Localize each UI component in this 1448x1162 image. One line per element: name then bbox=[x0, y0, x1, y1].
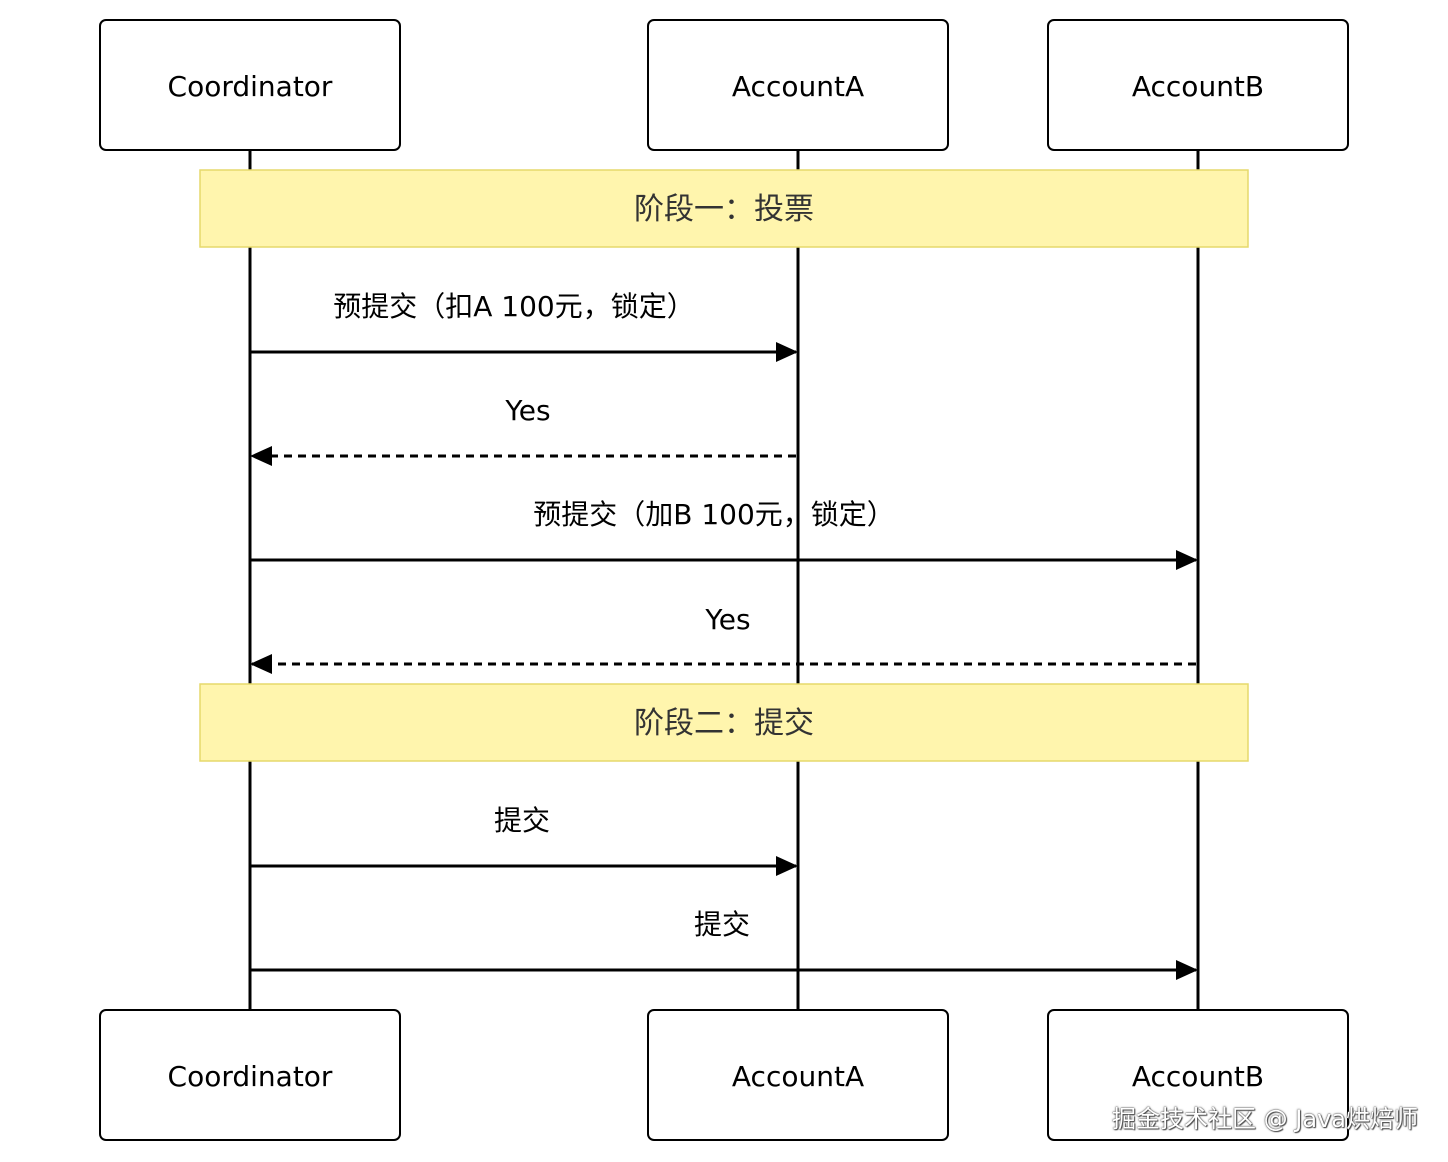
message-yes-b: Yes bbox=[250, 603, 1196, 674]
message-precommit-a: 预提交（扣A 100元，锁定） bbox=[250, 290, 798, 362]
message-commit-a: 提交 bbox=[250, 804, 798, 876]
actor-box-account-b-top: AccountB bbox=[1047, 19, 1349, 151]
message-yes-a: Yes bbox=[250, 394, 796, 466]
watermark-text: 掘金技术社区 @ Java烘焙师 bbox=[1112, 1105, 1418, 1133]
actor-box-coordinator-bottom: Coordinator bbox=[99, 1009, 401, 1141]
message-label: 预提交（扣A 100元，锁定） bbox=[333, 290, 695, 323]
actor-label: AccountA bbox=[732, 70, 864, 103]
message-precommit-b: 预提交（加B 100元，锁定） bbox=[250, 498, 1198, 570]
actor-label: AccountA bbox=[732, 1060, 864, 1093]
actor-label: Coordinator bbox=[168, 70, 333, 103]
actor-label: AccountB bbox=[1132, 70, 1264, 103]
phase-band-voting: 阶段一：投票 bbox=[199, 169, 1249, 248]
message-label: 预提交（加B 100元，锁定） bbox=[533, 498, 895, 531]
actor-label: AccountB bbox=[1132, 1060, 1264, 1093]
actor-box-account-b-bottom: AccountB bbox=[1047, 1009, 1349, 1141]
actor-box-account-a-top: AccountA bbox=[647, 19, 949, 151]
actor-box-account-a-bottom: AccountA bbox=[647, 1009, 949, 1141]
message-label: Yes bbox=[704, 603, 750, 636]
message-label: Yes bbox=[504, 394, 550, 427]
actor-label: Coordinator bbox=[168, 1060, 333, 1093]
message-label: 提交 bbox=[694, 908, 750, 941]
phase-band-commit: 阶段二：提交 bbox=[199, 683, 1249, 762]
message-commit-b: 提交 bbox=[250, 908, 1198, 980]
actor-box-coordinator-top: Coordinator bbox=[99, 19, 401, 151]
message-label: 提交 bbox=[494, 804, 550, 837]
phase-label-commit: 阶段二：提交 bbox=[634, 706, 814, 741]
phase-label-voting: 阶段一：投票 bbox=[634, 192, 814, 227]
